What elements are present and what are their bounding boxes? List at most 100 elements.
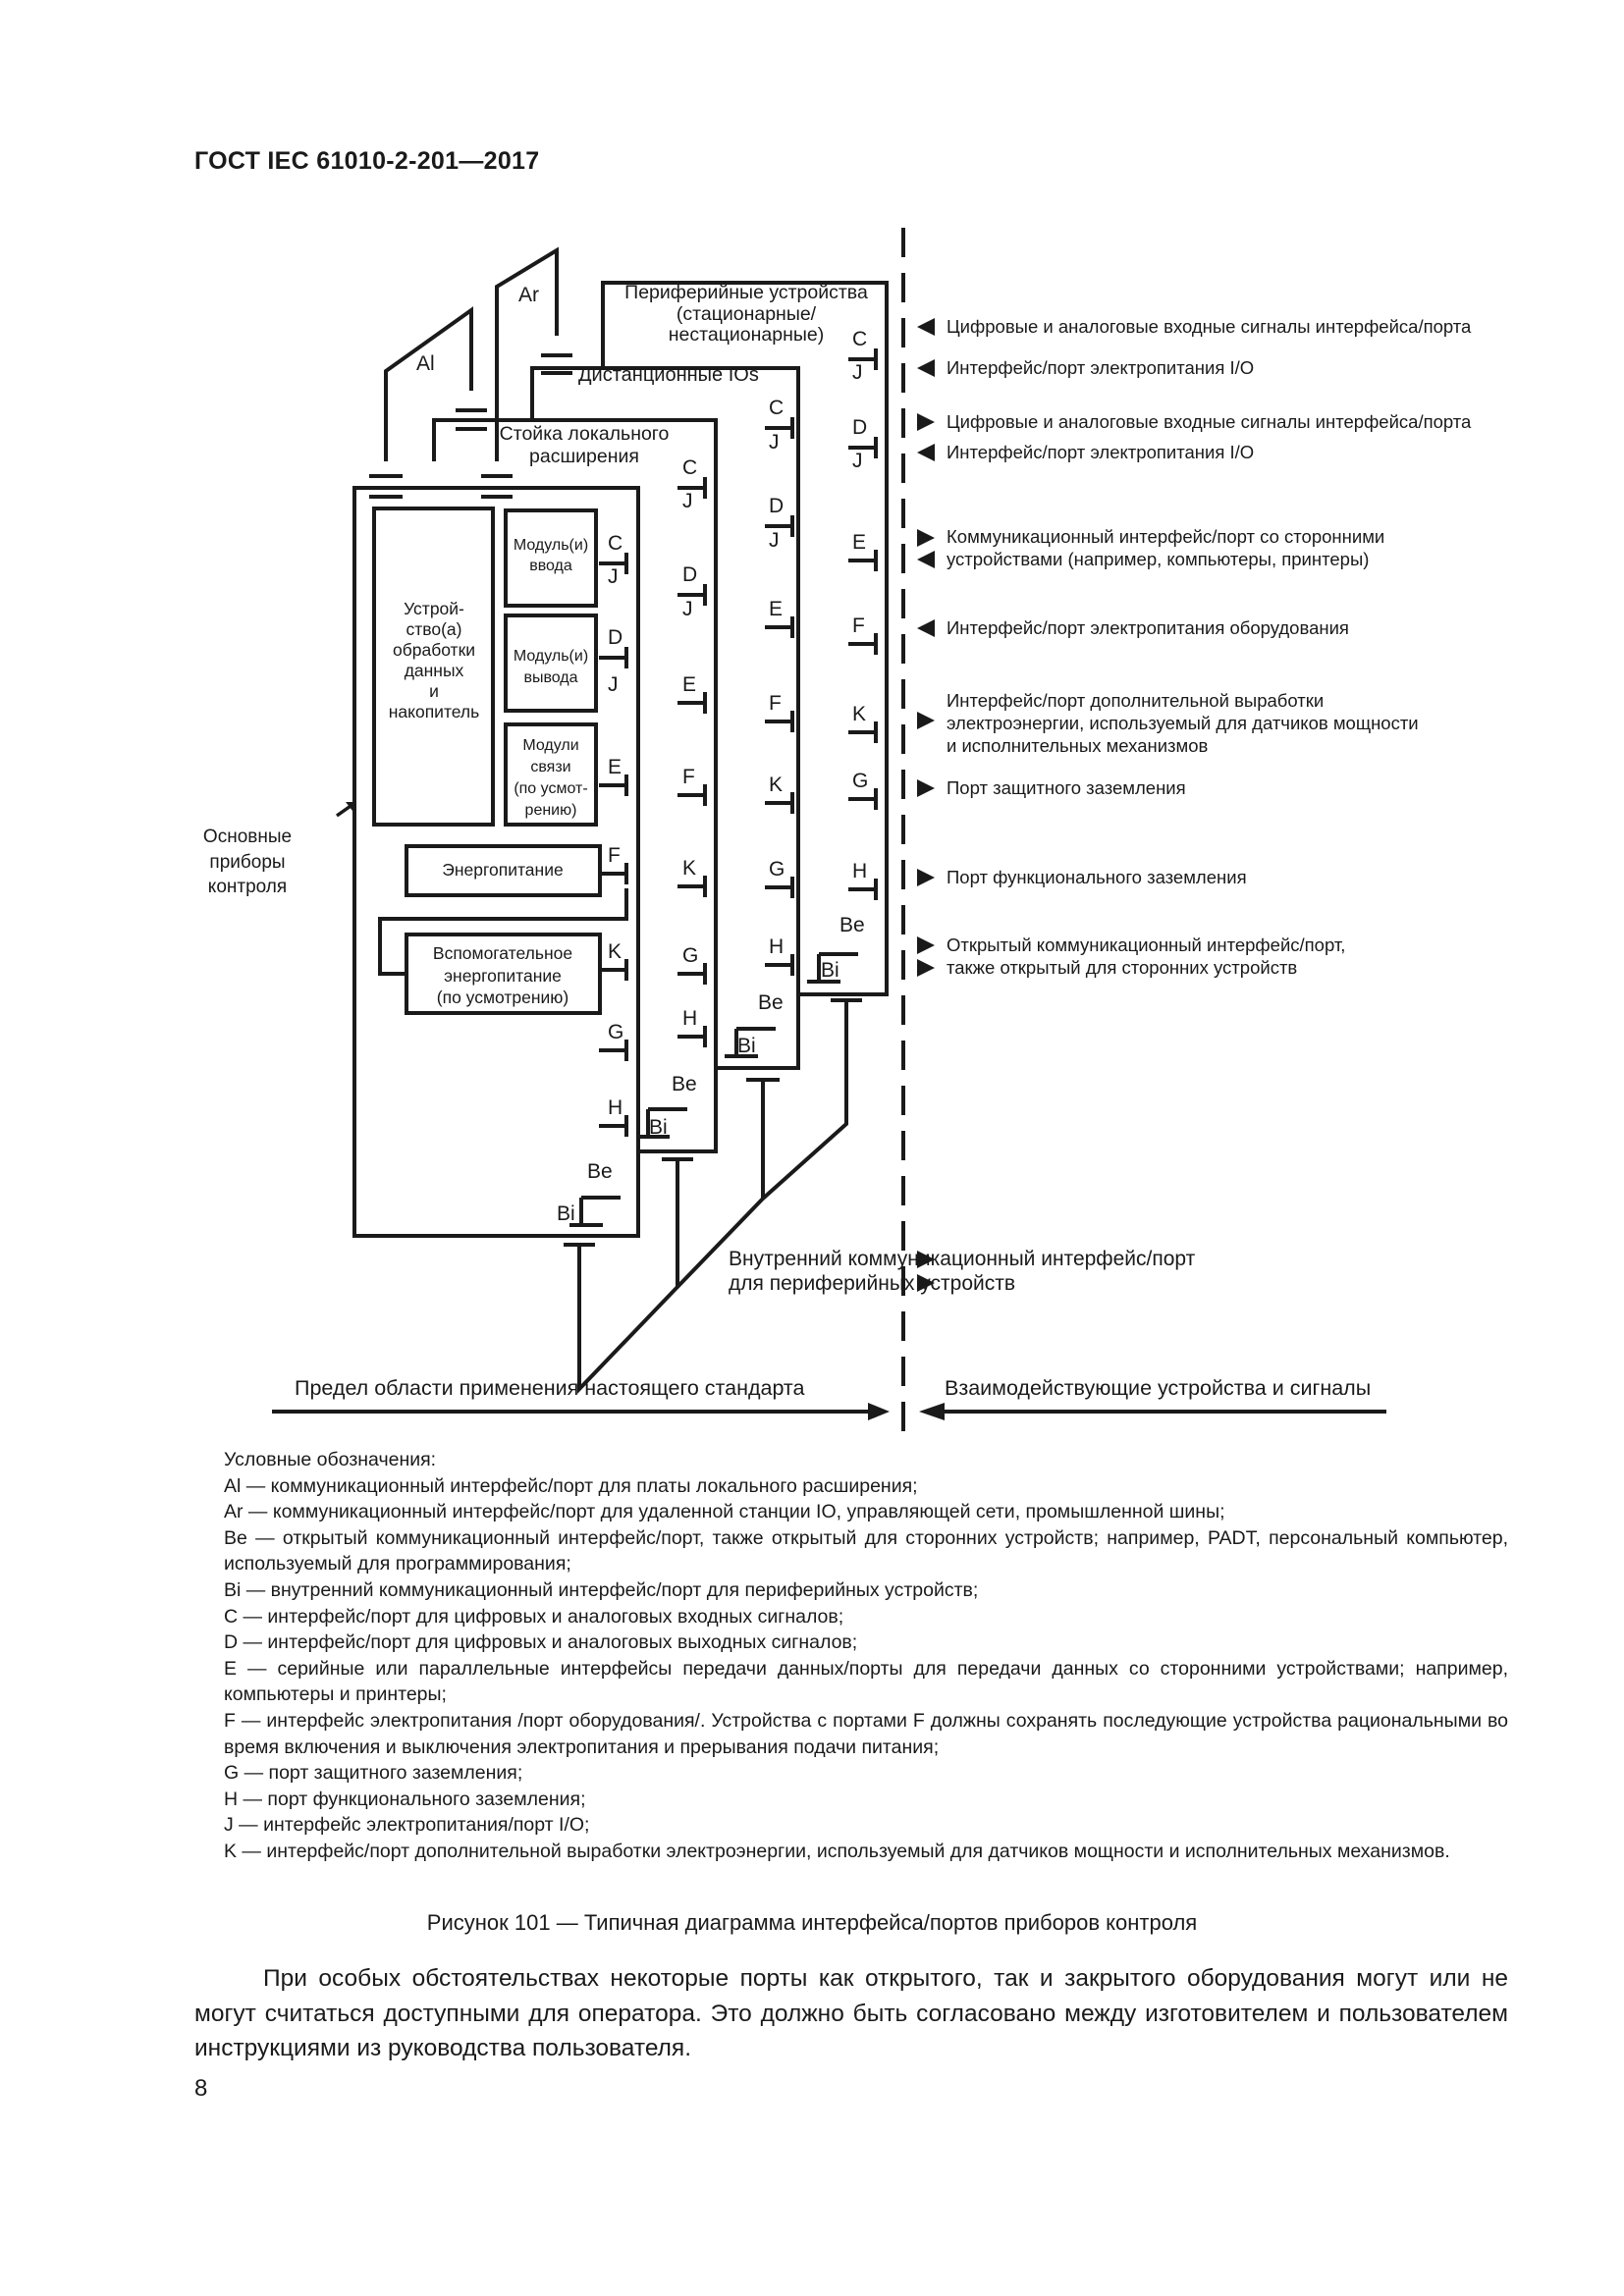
svg-text:также открытый для сторонних у: также открытый для сторонних устройств [947, 957, 1297, 978]
port-label-k: K [852, 703, 866, 725]
signal-arrow [917, 712, 935, 729]
port-label-be: Be [839, 914, 865, 936]
svg-text:Предел области применения наст: Предел области применения настоящего ста… [295, 1376, 805, 1400]
port-label-j: J [682, 490, 693, 512]
signal-arrow [917, 779, 935, 797]
port-label-g: G [852, 770, 868, 792]
port-label-k: K [769, 774, 783, 796]
body-paragraph: При особых обстоятельствах некоторые пор… [194, 1965, 1508, 2061]
svg-text:Порт защитного заземления: Порт защитного заземления [947, 777, 1186, 798]
port-label-h: H [769, 935, 784, 958]
signal-arrow [917, 619, 935, 637]
port-label-c: C [608, 532, 623, 555]
signal-arrow [917, 1251, 935, 1268]
svg-text:Al: Al [416, 352, 435, 375]
legend-item-bi: Bi — внутренний коммуникационный интерфе… [224, 1578, 979, 1601]
legend-item-be: Be — открытый коммуникационный интерфейс… [224, 1526, 1508, 1575]
port-label-f: F [608, 844, 621, 867]
signal-arrow [917, 359, 935, 377]
svg-text:Ar: Ar [518, 284, 539, 306]
signal-arrow [917, 936, 935, 954]
signal-arrow [917, 1274, 935, 1292]
svg-text:Энергопитание: Энергопитание [442, 860, 563, 880]
svg-text:Открытый коммуникационный инте: Открытый коммуникационный интерфейс/порт… [947, 934, 1345, 955]
port-label-e: E [608, 756, 622, 778]
port-label-f: F [682, 766, 695, 788]
interface-port-diagram: CJDJEFKGHCJDJEFKGHCJDJEFKGHCJDJEFKGHBeBi… [203, 228, 1472, 1431]
legend: Условные обозначения: Al — коммуникацион… [224, 1447, 1508, 1865]
legend-item-al: Al — коммуникационный интерфейс/порт для… [224, 1474, 918, 1497]
port-label-bi: Bi [649, 1116, 668, 1139]
port-label-j: J [682, 598, 693, 620]
port-label-c: C [769, 397, 784, 419]
svg-text:и исполнительных механизмов: и исполнительных механизмов [947, 735, 1209, 756]
port-label-j: J [769, 529, 780, 552]
signal-arrow [917, 551, 935, 568]
port-label-j: J [769, 431, 780, 454]
signal-arrow [917, 444, 935, 461]
signal-arrow [917, 413, 935, 431]
bus-label-al: Al [416, 352, 435, 375]
port-label-j: J [608, 565, 619, 588]
svg-text:электроэнергии, используемый д: электроэнергии, используемый для датчико… [947, 713, 1419, 733]
port-label-k: K [608, 940, 622, 963]
port-label-f: F [852, 614, 865, 637]
legend-item-ar: Ar — коммуникационный интерфейс/порт для… [224, 1501, 1225, 1523]
port-label-c: C [852, 328, 867, 350]
internal-interface-label: Внутренний коммуникационный интерфейс/по… [729, 1248, 1196, 1295]
port-label-be: Be [672, 1073, 697, 1095]
port-label-d: D [852, 416, 867, 439]
figure-caption: Рисунок 101 — Типичная диаграмма интерфе… [426, 1910, 1198, 1935]
legend-item-f: F — интерфейс электропитания /порт обору… [224, 1709, 1508, 1758]
output-modules-box: Модуль(и)вывода [514, 648, 588, 686]
svg-text:Дистанционные IOs: Дистанционные IOs [578, 364, 759, 386]
svg-text:Цифровые и аналоговые входные: Цифровые и аналоговые входные сигналы ин… [947, 411, 1472, 432]
signal-labels-right: Цифровые и аналоговые входные сигналы ин… [947, 316, 1472, 978]
legend-item-j: J — интерфейс электропитания/порт I/O; [224, 1814, 590, 1837]
port-label-be: Be [758, 991, 784, 1014]
legend-item-d: D — интерфейс/порт для цифровых и аналог… [224, 1631, 858, 1654]
legend-item-c: C — интерфейс/порт для цифровых и аналог… [224, 1605, 844, 1628]
bus-label-ar: Ar [518, 284, 539, 306]
port-label-g: G [608, 1021, 623, 1043]
port-label-g: G [769, 858, 785, 881]
port-label-d: D [769, 495, 784, 517]
svg-text:Порт функционального заземлени: Порт функционального заземления [947, 867, 1247, 887]
input-modules-box: Модуль(и)ввода [514, 537, 588, 574]
legend-item-g: G — порт защитного заземления; [224, 1762, 523, 1785]
peripheral-devices-box: Периферийные устройства(стационарные/нес… [624, 282, 868, 346]
signal-arrow [917, 529, 935, 547]
port-label-bi: Bi [737, 1035, 756, 1057]
svg-text:Интерфейс/порт электропитания: Интерфейс/порт электропитания I/O [947, 442, 1254, 462]
legend-item-h: H — порт функционального заземления; [224, 1788, 586, 1810]
port-label-g: G [682, 944, 698, 967]
port-label-h: H [852, 860, 867, 882]
legend-title: Условные обозначения: [224, 1449, 437, 1470]
port-label-j: J [852, 450, 863, 472]
svg-text:для периферийных устройств: для периферийных устройств [729, 1272, 1015, 1295]
port-label-j: J [608, 673, 619, 696]
port-label-c: C [682, 456, 697, 479]
svg-text:Внутренний коммуникационный ин: Внутренний коммуникационный интерфейс/по… [729, 1248, 1196, 1270]
svg-text:Интерфейс/порт электропитания: Интерфейс/порт электропитания I/O [947, 357, 1254, 378]
svg-text:Периферийные устройства(стацио: Периферийные устройства(стационарные/нес… [624, 282, 868, 346]
port-label-f: F [769, 692, 782, 715]
port-label-k: K [682, 857, 696, 880]
signal-arrow [917, 959, 935, 977]
port-label-bi: Bi [557, 1202, 575, 1225]
svg-text:Коммуникационный интерфейс/пор: Коммуникационный интерфейс/порт со сторо… [947, 526, 1384, 547]
port-label-bi: Bi [821, 959, 839, 982]
legend-item-k: K — интерфейс/порт дополнительной вырабо… [224, 1840, 1450, 1862]
svg-text:Интерфейс/порт дополнительной: Интерфейс/порт дополнительной выработки [947, 690, 1324, 711]
svg-text:Модуль(и)вывода: Модуль(и)вывода [514, 648, 588, 686]
svg-text:Модуль(и)ввода: Модуль(и)ввода [514, 537, 588, 574]
remote-ios-box: Дистанционные IOs [578, 364, 759, 386]
port-label-d: D [608, 626, 623, 649]
